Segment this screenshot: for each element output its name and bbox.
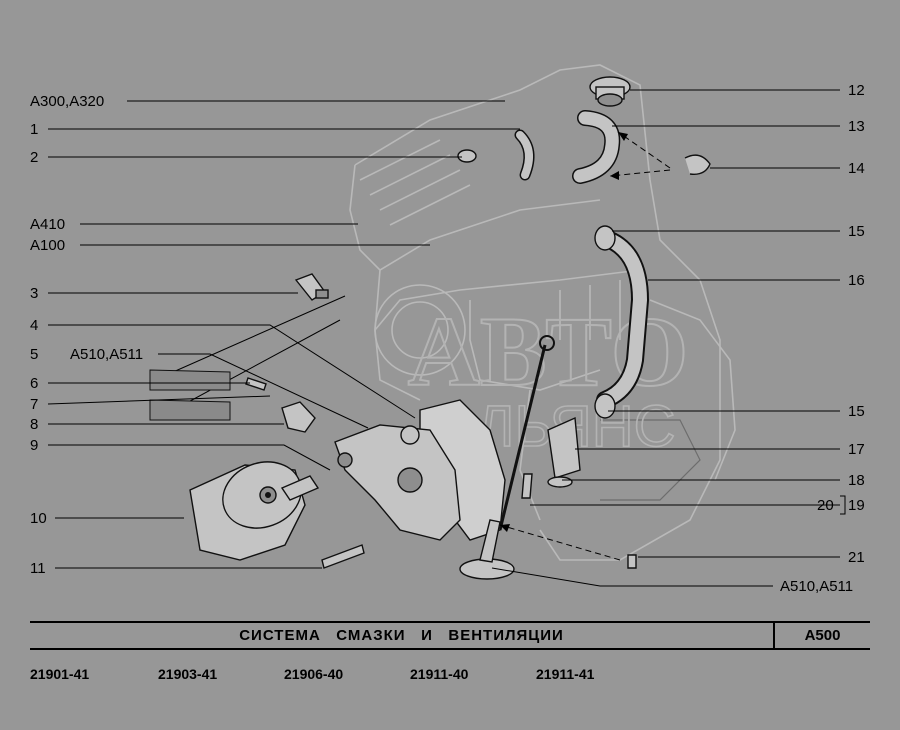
- model-code: 21903-41: [158, 666, 218, 682]
- bolt-6: [245, 377, 267, 391]
- exploded-parts-diagram: АВТО АЛЬЯНС: [30, 64, 865, 595]
- dashed-arrow-21: [499, 524, 621, 561]
- section-code: A500: [804, 627, 841, 644]
- callout-a100: A100: [30, 237, 65, 254]
- filter-fitting: [280, 475, 320, 501]
- callout-15-bottom: 15: [848, 403, 865, 420]
- callout-1: 1: [30, 121, 38, 138]
- bolt-11: [321, 544, 365, 569]
- callout-a510-a511-right: A510,A511: [780, 578, 853, 595]
- ventilation-hose: [572, 110, 621, 184]
- temperature-sensor: [281, 401, 316, 433]
- callout-19: 19: [848, 497, 865, 514]
- small-hose: [514, 129, 535, 181]
- model-code: 21911-40: [410, 666, 469, 682]
- dipstick: [498, 335, 555, 531]
- oil-filter: [189, 461, 306, 561]
- title-block: СИСТЕМА СМАЗКИ И ВЕНТИЛЯЦИИ A500: [30, 621, 870, 650]
- hose-clamp-small: [457, 149, 477, 163]
- callout-5: 5: [30, 346, 38, 363]
- callout-3: 3: [30, 285, 38, 302]
- callout-2: 2: [30, 149, 38, 166]
- callout-14: 14: [848, 160, 865, 177]
- callout-7: 7: [30, 396, 38, 413]
- model-code: 21906-40: [284, 666, 344, 682]
- callout-16: 16: [848, 272, 865, 289]
- callout-4: 4: [30, 317, 38, 334]
- labels-right: 12 13 14 15 16 15 17 18 20 19 21 A510,A5…: [780, 82, 865, 595]
- oil-pressure-sensor: [294, 273, 329, 301]
- oil-pump: [334, 424, 461, 541]
- callout-9: 9: [30, 437, 38, 454]
- callout-15-top: 15: [848, 223, 865, 240]
- callout-13: 13: [848, 118, 865, 135]
- model-list: 21901-41 21903-41 21906-40 21911-40 2191…: [30, 666, 630, 686]
- model-code: 21911-41: [536, 666, 595, 682]
- diagram-title: СИСТЕМА СМАЗКИ И ВЕНТИЛЯЦИИ: [239, 627, 564, 644]
- oil-pickup: [459, 519, 515, 580]
- dashed-arrows-14: [609, 131, 671, 180]
- callout-20: 20: [817, 497, 834, 514]
- callout-10: 10: [30, 510, 47, 527]
- callout-18: 18: [848, 472, 865, 489]
- filter-guide-lines: [149, 295, 346, 421]
- bolt-21: [627, 554, 637, 569]
- callout-8: 8: [30, 416, 38, 433]
- model-code: 21901-41: [30, 666, 90, 682]
- labels-left: A300,A320 1 2 A410 A100 3 4 5 A510,A511 …: [30, 93, 143, 577]
- callout-a410: A410: [30, 216, 65, 233]
- callout-11: 11: [30, 560, 46, 577]
- callout-a510-a511-left: A510,A511: [70, 346, 143, 363]
- bolt-18: [521, 473, 533, 499]
- leader-lines: [47, 89, 846, 587]
- callout-21: 21: [848, 549, 865, 566]
- hose-clamp-14: [684, 154, 711, 175]
- title-separator: [773, 623, 775, 648]
- breather-pipe: [594, 225, 650, 419]
- callout-17: 17: [848, 441, 865, 458]
- oil-filler-cap: [589, 76, 631, 107]
- callout-12: 12: [848, 82, 865, 99]
- callout-6: 6: [30, 375, 38, 392]
- callout-a300-a320: A300,A320: [30, 93, 104, 110]
- oil-separator-tube: [547, 416, 581, 488]
- engine-block-drawing: [349, 64, 736, 561]
